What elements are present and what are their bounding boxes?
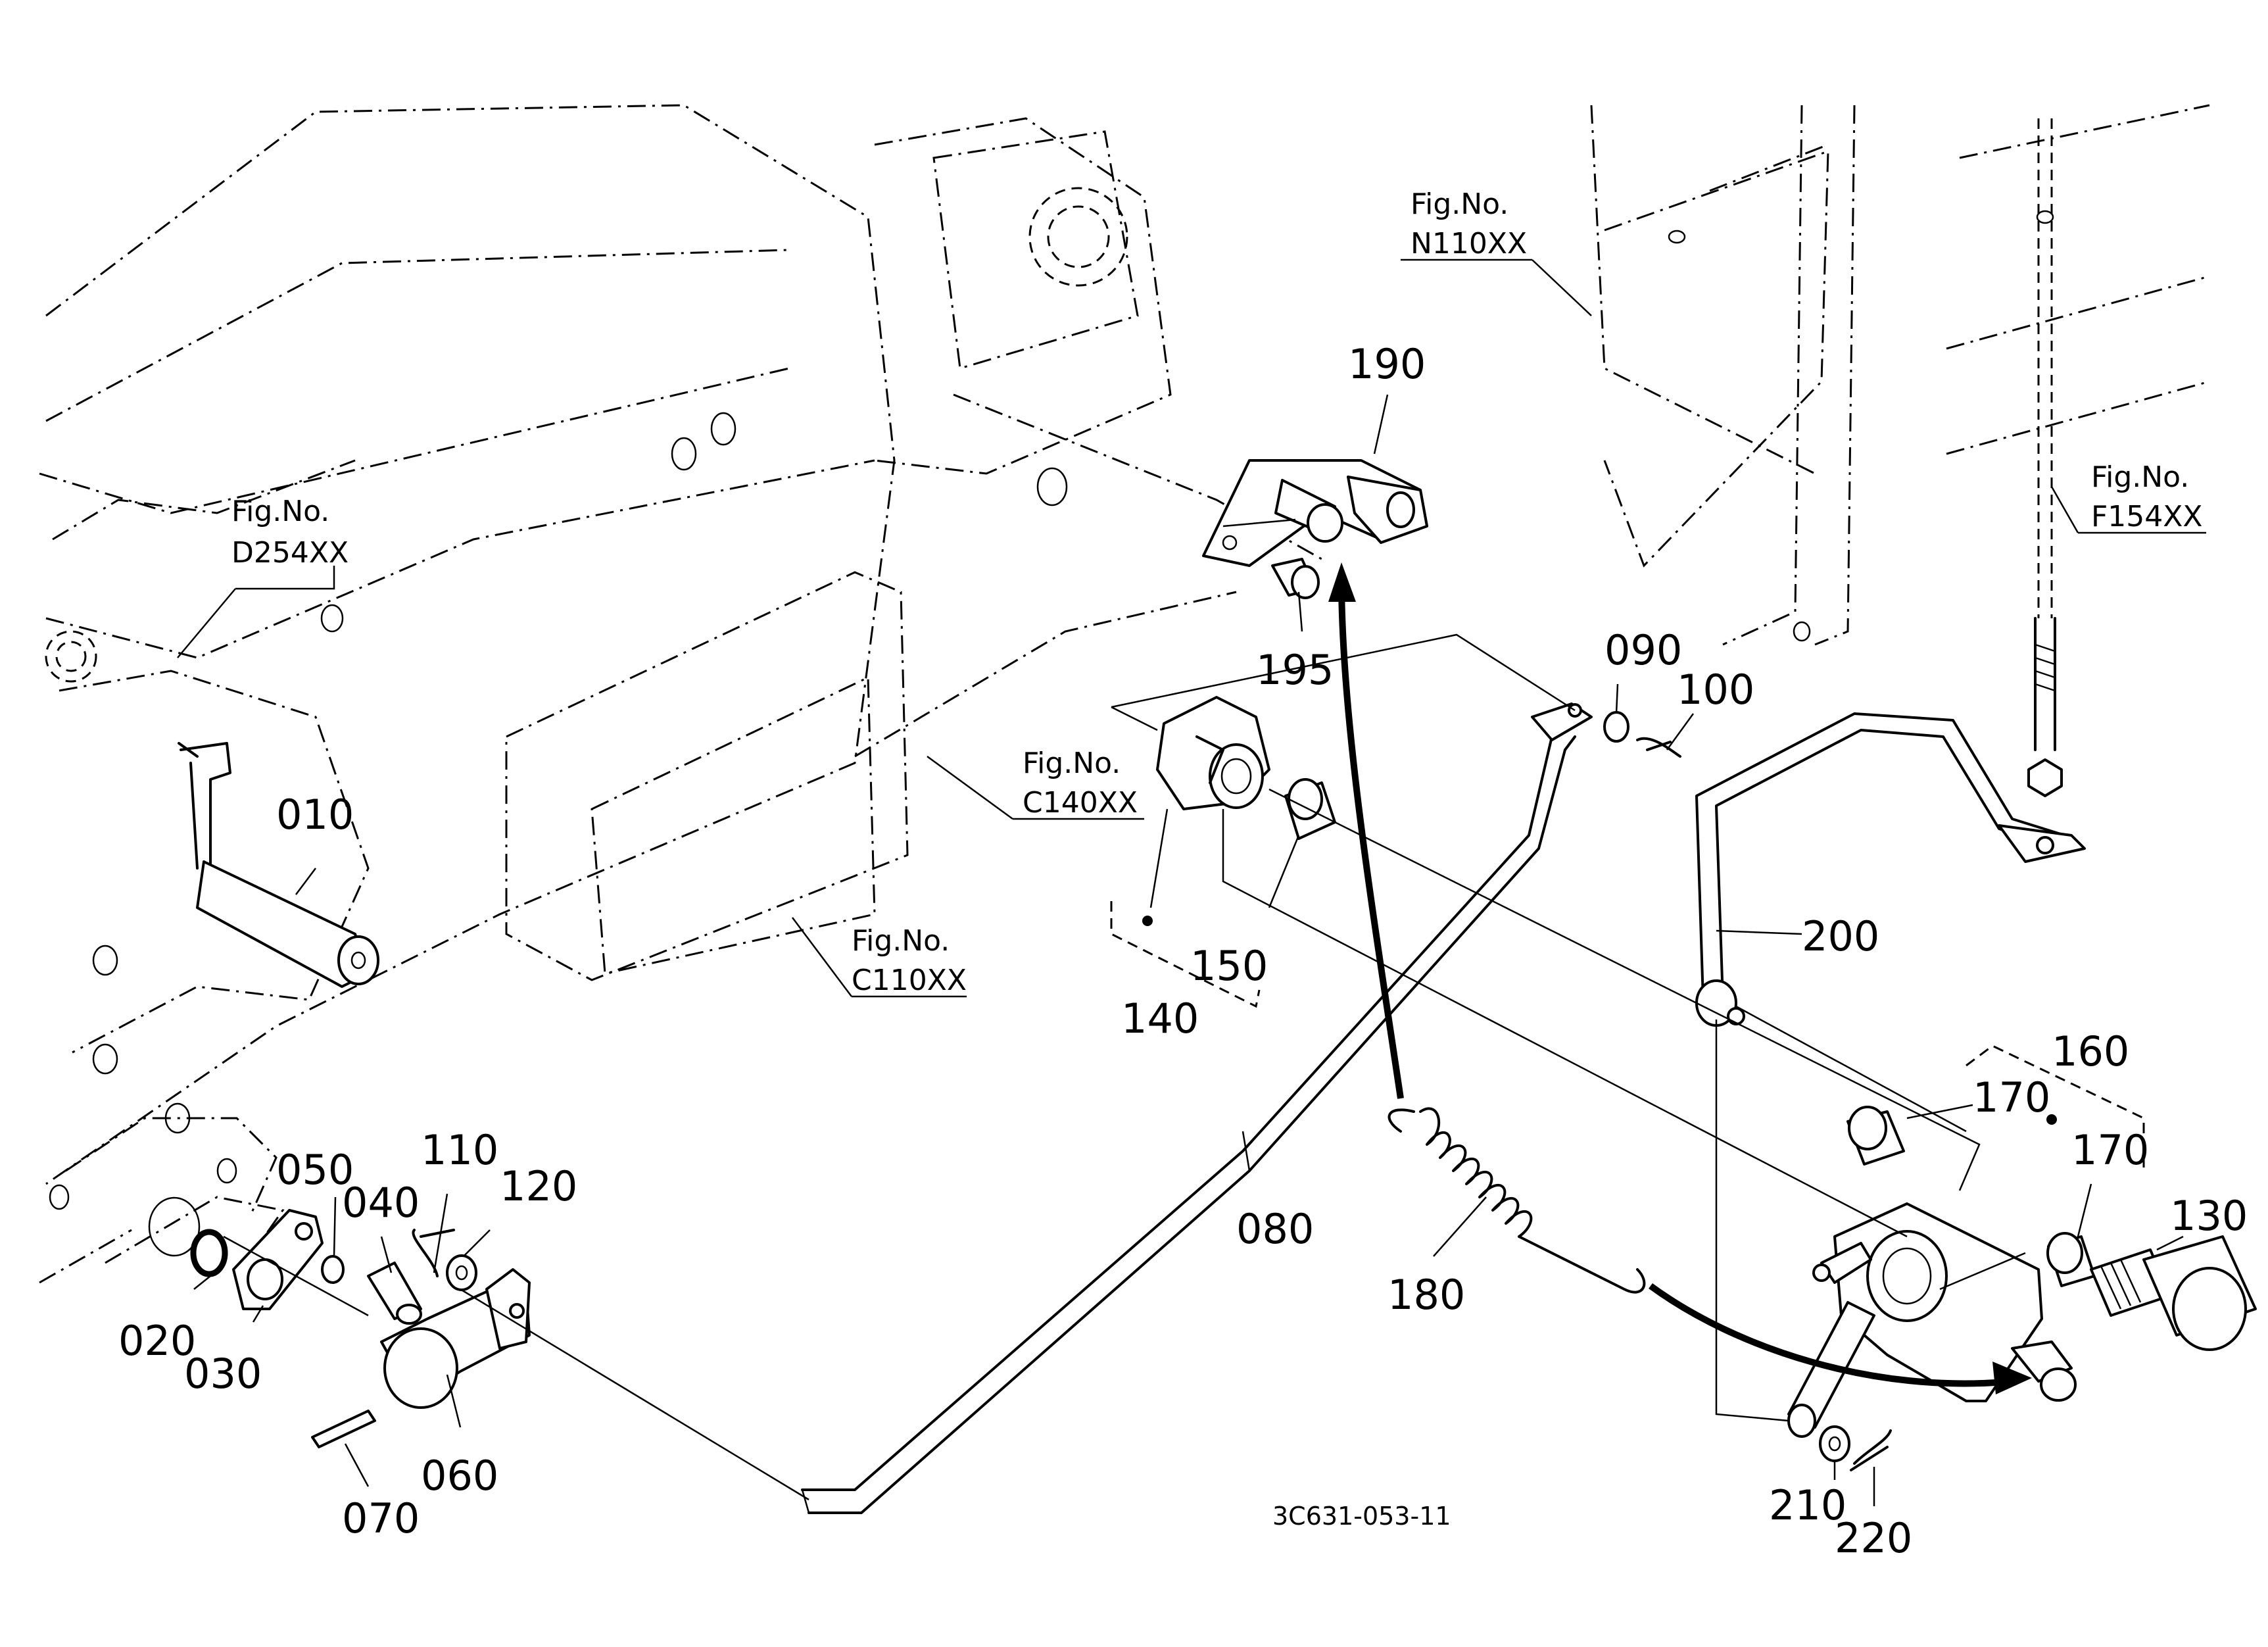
part-220-clip (1850, 1429, 1892, 1471)
fig-ref-c140xx-code: C140XX (1023, 786, 1138, 820)
label-195: 195 (1256, 646, 1334, 694)
fig-ref-c140xx-title: Fig.No. (1023, 747, 1121, 780)
part-200-rod (1695, 712, 2086, 1027)
label-080: 080 (1236, 1205, 1314, 1253)
part-170-bushing-b (2046, 1232, 2096, 1287)
fig-ref-f154xx-title: Fig.No. (2091, 460, 2189, 494)
fig-ref-c110xx-code: C110XX (852, 964, 967, 997)
label-180: 180 (1387, 1271, 1465, 1319)
fig-ref-n110xx-code: N110XX (1411, 227, 1527, 260)
drawing-number: 3C631-053-11 (1272, 1502, 1451, 1531)
part-195-bolt (1271, 558, 1320, 599)
label-130: 130 (2170, 1192, 2248, 1240)
label-040: 040 (342, 1179, 420, 1227)
part-030-plate (232, 1209, 324, 1310)
callout-leaders (193, 394, 2184, 1506)
housing-bosses (45, 187, 2054, 1257)
label-020: 020 (118, 1317, 196, 1365)
label-220: 220 (1835, 1514, 1912, 1562)
part-180-spring (1387, 1107, 1646, 1294)
label-070: 070 (342, 1494, 420, 1542)
label-030: 030 (184, 1350, 262, 1398)
label-110: 110 (421, 1126, 498, 1174)
part-090-washer (1603, 711, 1629, 743)
figure-reference-lines (177, 258, 2206, 998)
fig-ref-n110xx-title: Fig.No. (1411, 187, 1508, 221)
label-210: 210 (1769, 1481, 1846, 1529)
fig-ref-c110xx-title: Fig.No. (852, 924, 950, 958)
part-050-washer (321, 1255, 345, 1284)
part-100-clip (1636, 737, 1681, 758)
label-090: 090 (1604, 626, 1682, 674)
part-140-pivot-lever (1156, 696, 1270, 810)
part-190-bracket (1202, 459, 1428, 567)
fig-ref-d254xx-title: Fig.No. (231, 495, 329, 528)
label-050: 050 (276, 1146, 354, 1194)
label-120: 120 (500, 1162, 577, 1210)
label-150: 150 (1190, 942, 1268, 990)
part-080-rod (801, 702, 1593, 1514)
figure-reference-labels: Fig.No. D254XX Fig.No. C110XX Fig.No. C1… (231, 187, 2203, 997)
part-010-shift-arm (178, 742, 379, 988)
part-160-pedal-lever (1787, 1202, 2077, 1438)
fig-ref-d254xx-code: D254XX (231, 536, 349, 570)
label-100: 100 (1677, 666, 1754, 714)
assembly-lines (223, 518, 2026, 1501)
part-020-o-ring (190, 1229, 228, 1277)
label-010: 010 (276, 791, 354, 839)
fig-ref-f154xx-code: F154XX (2091, 500, 2203, 533)
tie-rod (2027, 118, 2063, 797)
label-190: 190 (1348, 340, 1426, 388)
label-170-b: 170 (2071, 1126, 2149, 1174)
label-060: 060 (421, 1452, 498, 1500)
motion-arrows (1328, 562, 2032, 1394)
label-160: 160 (2052, 1027, 2129, 1075)
part-060-lever (380, 1268, 531, 1409)
part-130-pin (2090, 1235, 2257, 1351)
label-170-a: 170 (1973, 1073, 2050, 1121)
part-070-pin (311, 1410, 376, 1448)
part-040-bolt (367, 1262, 422, 1325)
transmission-housing (39, 104, 2210, 1284)
label-140: 140 (1121, 995, 1199, 1043)
part-210-washer (1819, 1425, 1850, 1462)
label-200: 200 (1802, 912, 1879, 960)
part-170-bushing-a (1846, 1106, 1905, 1166)
part-120-washer (446, 1254, 477, 1291)
assembly-brackets (1110, 901, 2145, 1171)
part-110-clip (412, 1229, 455, 1277)
part-labels: 010 020 030 040 050 060 070 080 090 100 … (118, 340, 2248, 1562)
